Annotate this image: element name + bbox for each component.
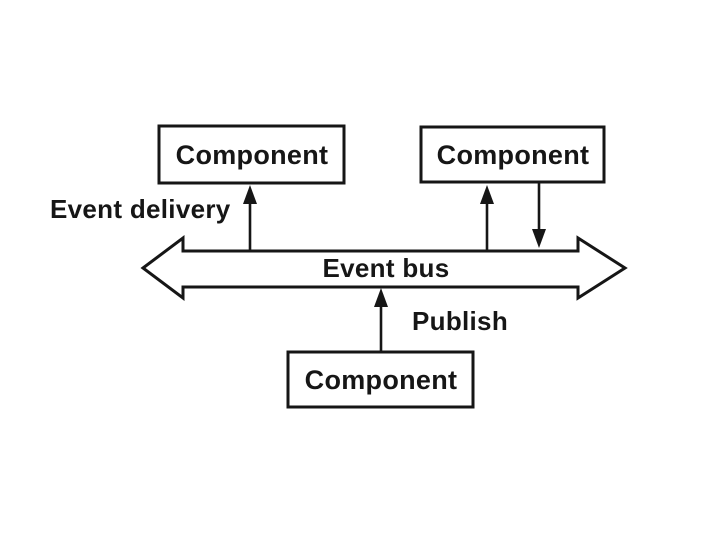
event-bus-arrow — [140, 235, 628, 301]
event-bus-label: Event bus — [323, 253, 450, 283]
component-box-bottom — [286, 350, 475, 409]
delivery-arrow-right-arrowhead-icon — [480, 185, 494, 204]
publish-label: Publish — [412, 306, 508, 336]
event-delivery-label: Event delivery — [50, 194, 231, 224]
component-label: Component — [305, 365, 458, 395]
publish-arrow-right-arrowhead-icon — [532, 229, 546, 248]
component-box-top-right — [419, 125, 606, 184]
component-label: Component — [437, 140, 590, 170]
component-box-top-left — [157, 124, 346, 185]
publish-arrow-bottom-arrowhead-icon — [374, 288, 388, 307]
component-label: Component — [176, 140, 329, 170]
delivery-arrow-left-arrowhead-icon — [243, 185, 257, 204]
